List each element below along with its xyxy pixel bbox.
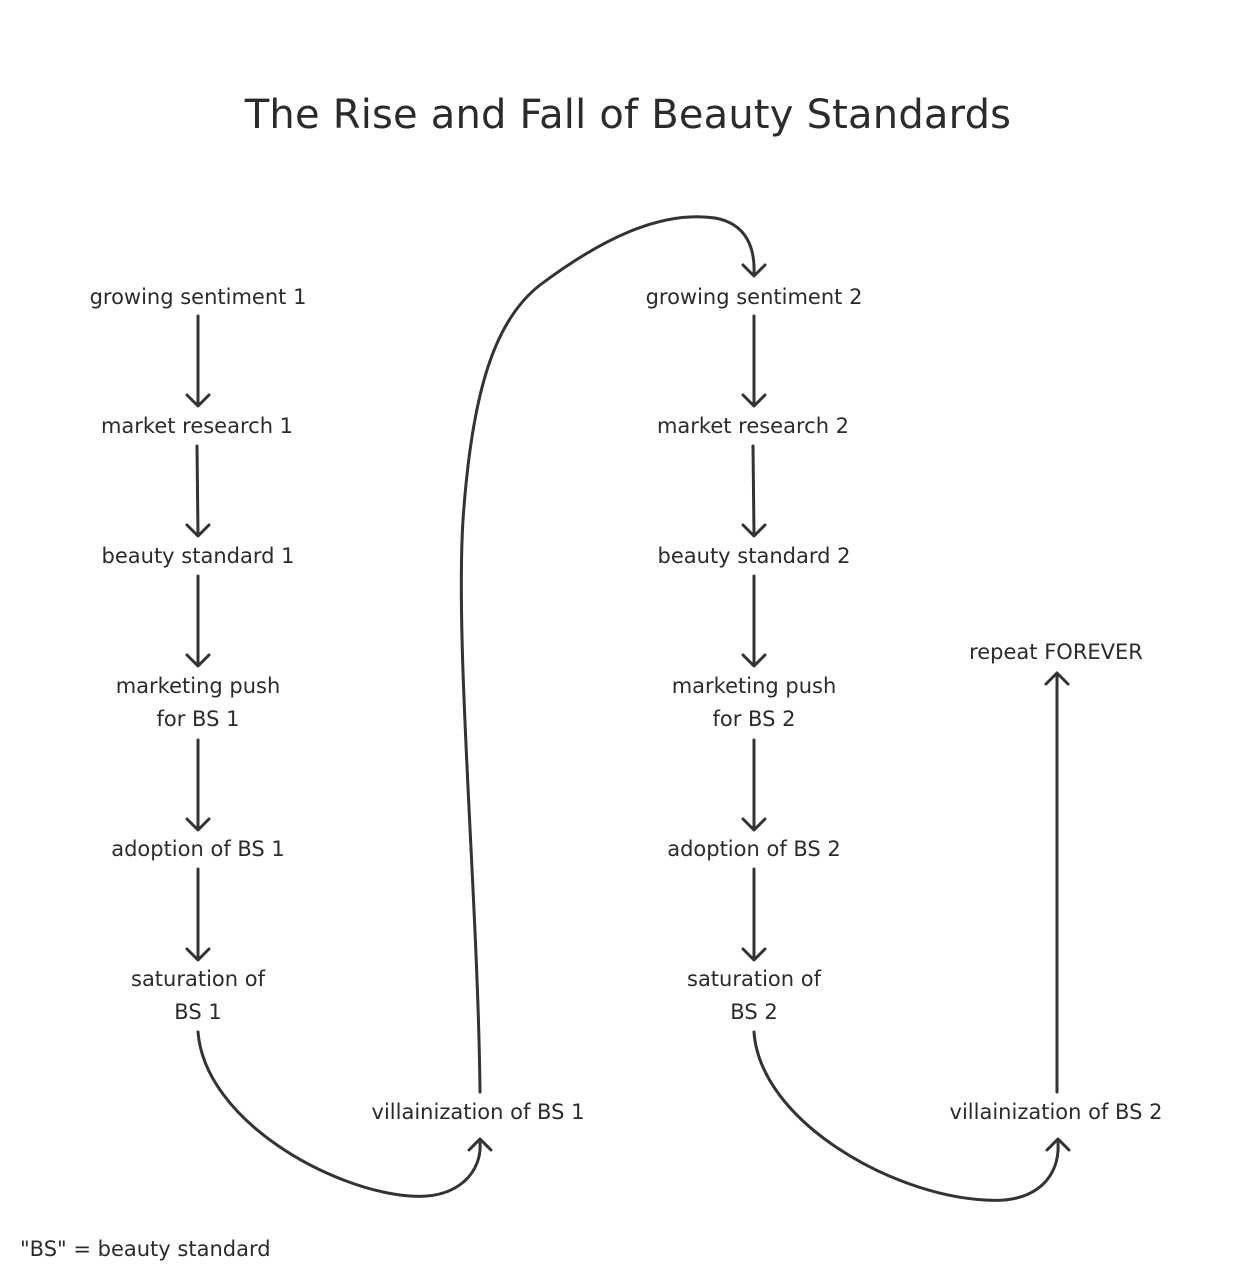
arrowhead-saturation2 (741, 947, 767, 962)
node-growing-sentiment-2: growing sentiment 2 (645, 285, 863, 309)
node-saturation-2: saturation of BS 2 (687, 963, 821, 1029)
arrowhead-saturation1 (185, 947, 211, 962)
node-market-research-1: market research 1 (100, 414, 294, 438)
node-growing-sentiment-1: growing sentiment 1 (89, 285, 307, 309)
node-marketing-push-2-line1: marketing push (671, 674, 837, 698)
node-saturation-1: saturation of BS 1 (131, 963, 265, 1029)
node-villainization-2: villainization of BS 2 (949, 1100, 1163, 1124)
arrowhead-research1 (185, 393, 211, 408)
node-villainization-1: villainization of BS 1 (371, 1100, 585, 1124)
node-market-research-2: market research 2 (656, 414, 850, 438)
node-marketing-push-2: marketing push for BS 2 (672, 670, 837, 736)
arrowhead-sentiment2 (741, 263, 767, 278)
arrow-villainization1-to-sentiment2 (459, 215, 756, 1094)
footnote-legend: "BS" = beauty standard (20, 1237, 271, 1261)
node-beauty-standard-2: beauty standard 2 (657, 544, 851, 568)
node-saturation-1-line1: saturation of (131, 967, 265, 991)
node-adoption-1: adoption of BS 1 (111, 837, 285, 861)
arrowhead-repeat (1044, 671, 1070, 686)
node-repeat-forever: repeat FOREVER (969, 640, 1143, 664)
node-marketing-push-1-line2: for BS 1 (156, 707, 240, 731)
arrowhead-villainization2 (1045, 1137, 1071, 1152)
arrow-research2-to-standard2 (751, 444, 756, 536)
node-adoption-2: adoption of BS 2 (667, 837, 841, 861)
arrow-saturation1-to-villainization1 (196, 1030, 482, 1198)
node-marketing-push-1-line1: marketing push (115, 674, 281, 698)
arrowhead-push1 (185, 653, 211, 668)
node-marketing-push-1: marketing push for BS 1 (116, 670, 281, 736)
arrowhead-standard1 (185, 523, 211, 538)
arrow-saturation2-to-villainization2 (752, 1030, 1060, 1202)
node-saturation-2-line1: saturation of (687, 967, 821, 991)
arrowhead-standard2 (741, 523, 767, 538)
arrowhead-villainization1 (467, 1137, 493, 1152)
arrowhead-research2 (741, 393, 767, 408)
node-marketing-push-2-line2: for BS 2 (712, 707, 796, 731)
arrow-research1-to-standard1 (195, 444, 200, 536)
arrowhead-push2 (741, 653, 767, 668)
node-saturation-2-line2: BS 2 (730, 1000, 778, 1024)
node-saturation-1-line2: BS 1 (174, 1000, 222, 1024)
arrowhead-adoption1 (185, 817, 211, 832)
node-beauty-standard-1: beauty standard 1 (101, 544, 295, 568)
diagram-title: The Rise and Fall of Beauty Standards (244, 92, 1012, 138)
arrowhead-adoption2 (741, 817, 767, 832)
